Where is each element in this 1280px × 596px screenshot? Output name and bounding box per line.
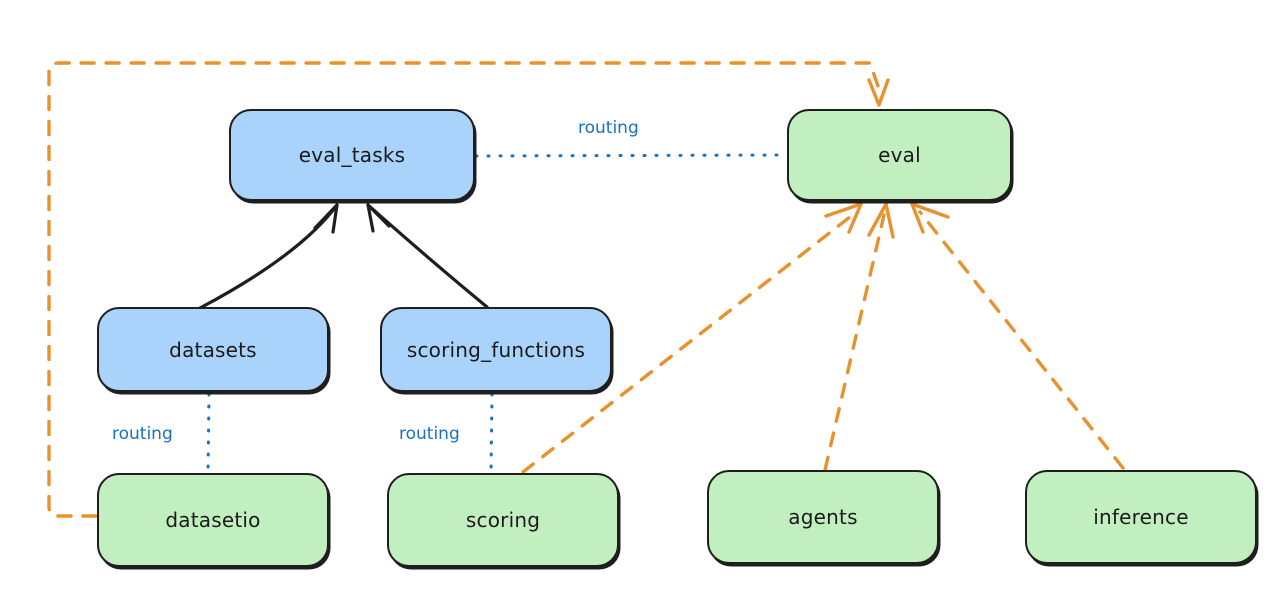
node-eval[interactable]: eval: [787, 109, 1012, 201]
node-scoring_functions[interactable]: scoring_functions: [380, 307, 612, 392]
node-label: agents: [788, 505, 858, 529]
node-label: datasetio: [165, 508, 261, 532]
edge-inference-eval: [910, 202, 1125, 470]
edge-scoring_functions-scoring: [489, 392, 494, 476]
node-label: scoring_functions: [406, 337, 586, 362]
edge-label-routing-scoring_functions-scoring: routing: [399, 424, 460, 444]
node-label: inference: [1093, 505, 1189, 529]
node-scoring[interactable]: scoring: [387, 473, 619, 567]
edge-agents-eval: [823, 202, 895, 472]
node-datasetio[interactable]: datasetio: [97, 473, 329, 567]
edge-label-routing-eval_tasks-eval: routing: [578, 118, 639, 138]
node-inference[interactable]: inference: [1025, 470, 1257, 564]
node-label: eval: [878, 143, 921, 167]
node-label: datasets: [169, 337, 257, 362]
edge-datasets-datasetio: [206, 392, 211, 476]
node-label: eval_tasks: [298, 143, 406, 167]
edge-eval_tasks-eval: [474, 153, 788, 158]
edge-datasets-eval_tasks: [198, 203, 339, 310]
edge-label-routing-datasets-datasetio: routing: [112, 424, 173, 444]
node-datasets[interactable]: datasets: [97, 307, 329, 392]
node-agents[interactable]: agents: [707, 470, 939, 564]
node-eval_tasks[interactable]: eval_tasks: [229, 109, 475, 201]
node-label: scoring: [465, 508, 541, 532]
edge-scoring_functions-eval_tasks: [366, 203, 489, 309]
